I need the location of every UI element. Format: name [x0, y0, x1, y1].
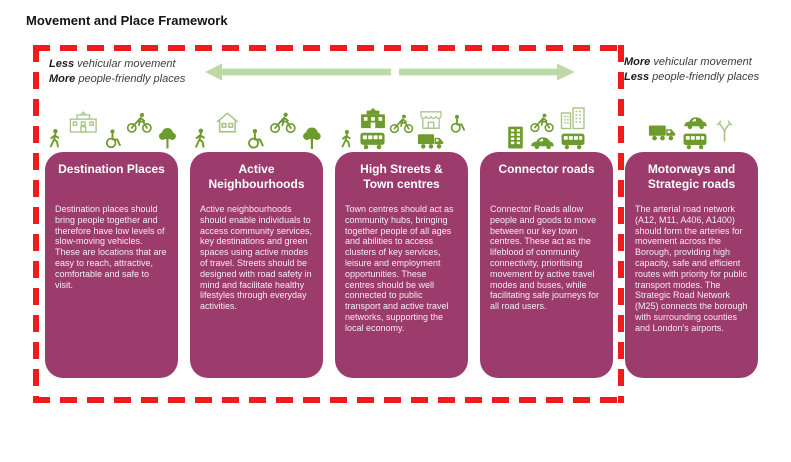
- house-outline-icon: [215, 111, 240, 134]
- left-flow-label: Less vehicular movement More people-frie…: [49, 57, 185, 88]
- dashed-boundary-top: [33, 45, 624, 51]
- office-building-icon: [507, 125, 524, 150]
- bus-icon: [682, 132, 708, 150]
- movement-arrows: [205, 62, 575, 87]
- cyclist-icon: [389, 114, 414, 134]
- right-flow-label-bold2: Less: [624, 71, 650, 84]
- motorway-junction-outline-icon: [714, 117, 735, 142]
- arrow-right-icon: [399, 63, 575, 81]
- card-active-neighbourhoods: Active Neighbourhoods Active neighbourho…: [190, 152, 323, 378]
- dashed-boundary-left: [33, 45, 39, 403]
- card-title: Motorways and Strategic roads: [647, 162, 736, 191]
- card-body: Connector Roads allow people and goods t…: [490, 204, 600, 312]
- card-connector-roads: Connector roads Connector Roads allow pe…: [480, 152, 613, 378]
- bus-icon: [560, 132, 586, 150]
- city-buildings-outline-icon: [560, 106, 586, 130]
- icons-destination-places: [45, 96, 178, 150]
- icons-connector-roads: [480, 96, 613, 150]
- cyclist-icon: [269, 112, 297, 134]
- card-title: Connector roads: [498, 162, 595, 176]
- bus-icon: [359, 131, 386, 150]
- shop-outline-icon: [419, 110, 443, 130]
- school-outline-icon: [69, 110, 98, 134]
- car-icon: [530, 135, 555, 150]
- right-flow-label-bold1: More: [624, 56, 651, 68]
- card-title: Active Neighbourhoods: [208, 162, 305, 191]
- card-body: The arterial road network (A12, M11, A40…: [635, 204, 748, 333]
- card-title: Destination Places: [58, 162, 165, 176]
- left-flow-label-bold2: More: [49, 73, 76, 86]
- cyclist-icon: [126, 112, 153, 134]
- card-title: High Streets & Town centres: [360, 162, 443, 191]
- card-motorways-strategic-roads: Motorways and Strategic roads The arteri…: [625, 152, 758, 378]
- tree-icon: [301, 126, 323, 150]
- truck-icon: [417, 132, 444, 150]
- page-title: Movement and Place Framework: [26, 13, 228, 28]
- right-flow-label-text1: vehicular movement: [650, 56, 752, 68]
- card-destination-places: Destination Places Destination places sh…: [45, 152, 178, 378]
- card-body: Destination places should bring people t…: [55, 204, 167, 290]
- left-flow-label-text2: people-friendly places: [75, 73, 186, 86]
- pedestrian-icon: [337, 128, 356, 150]
- right-flow-label: More vehicular movement Less people-frie…: [624, 55, 759, 86]
- icons-high-streets: [328, 96, 476, 150]
- cyclist-icon: [529, 113, 555, 133]
- wheelchair-icon: [244, 128, 266, 150]
- wheelchair-icon: [102, 128, 123, 150]
- card-high-streets-town-centres: High Streets & Town centres Town centres…: [335, 152, 468, 378]
- dashed-boundary-bottom: [33, 397, 624, 403]
- school-building-icon: [360, 107, 386, 129]
- right-flow-label-text2: people-friendly places: [649, 71, 760, 84]
- card-body: Town centres should act as community hub…: [345, 204, 454, 333]
- arrow-left-icon: [205, 63, 391, 81]
- icons-active-neighbourhoods: [190, 96, 323, 150]
- truck-icon: [648, 123, 676, 142]
- left-flow-label-text1: vehicular movement: [74, 58, 176, 70]
- pedestrian-icon: [190, 127, 211, 150]
- dashed-boundary-right: [618, 45, 624, 403]
- icons-motorways: [625, 96, 758, 150]
- car-icon: [683, 115, 708, 130]
- wheelchair-icon: [447, 114, 467, 134]
- left-flow-label-bold1: Less: [49, 58, 75, 70]
- tree-icon: [157, 126, 178, 150]
- card-body: Active neighbourhoods should enable indi…: [200, 204, 313, 312]
- pedestrian-icon: [45, 127, 65, 150]
